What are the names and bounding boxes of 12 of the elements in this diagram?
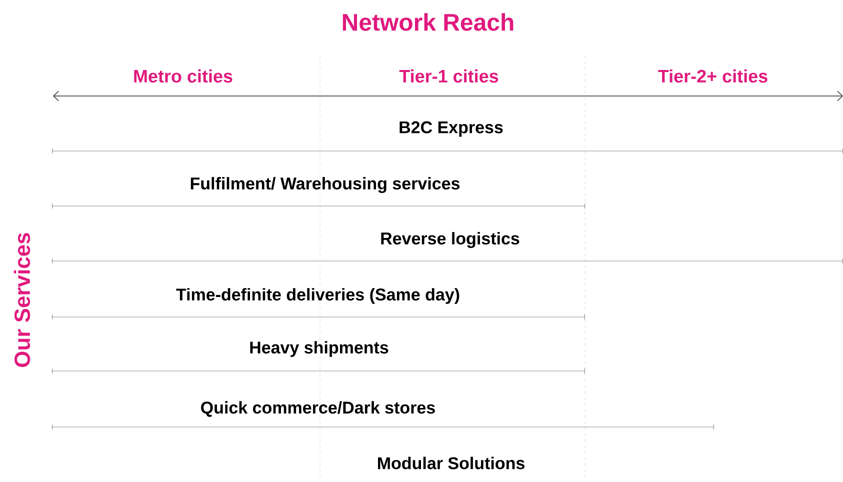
- service-label: Modular Solutions: [378, 456, 524, 470]
- service-label: Quick commerce/Dark stores: [201, 401, 435, 417]
- title: Network Reach: [342, 13, 514, 31]
- service-label: Time-definite deliveries (Same day): [176, 288, 460, 304]
- axis-title: Our Services: [14, 233, 30, 367]
- column-header: Tier-2+ cities: [658, 69, 768, 83]
- service-label: Fulfilment/ Warehousing services: [190, 177, 460, 193]
- service-label: Reverse logistics: [381, 232, 520, 248]
- column-header: Metro cities: [134, 69, 232, 83]
- service-label: Heavy shipments: [250, 341, 388, 357]
- service-label: B2C Express: [400, 121, 503, 137]
- column-header: Tier-1 cities: [399, 69, 498, 83]
